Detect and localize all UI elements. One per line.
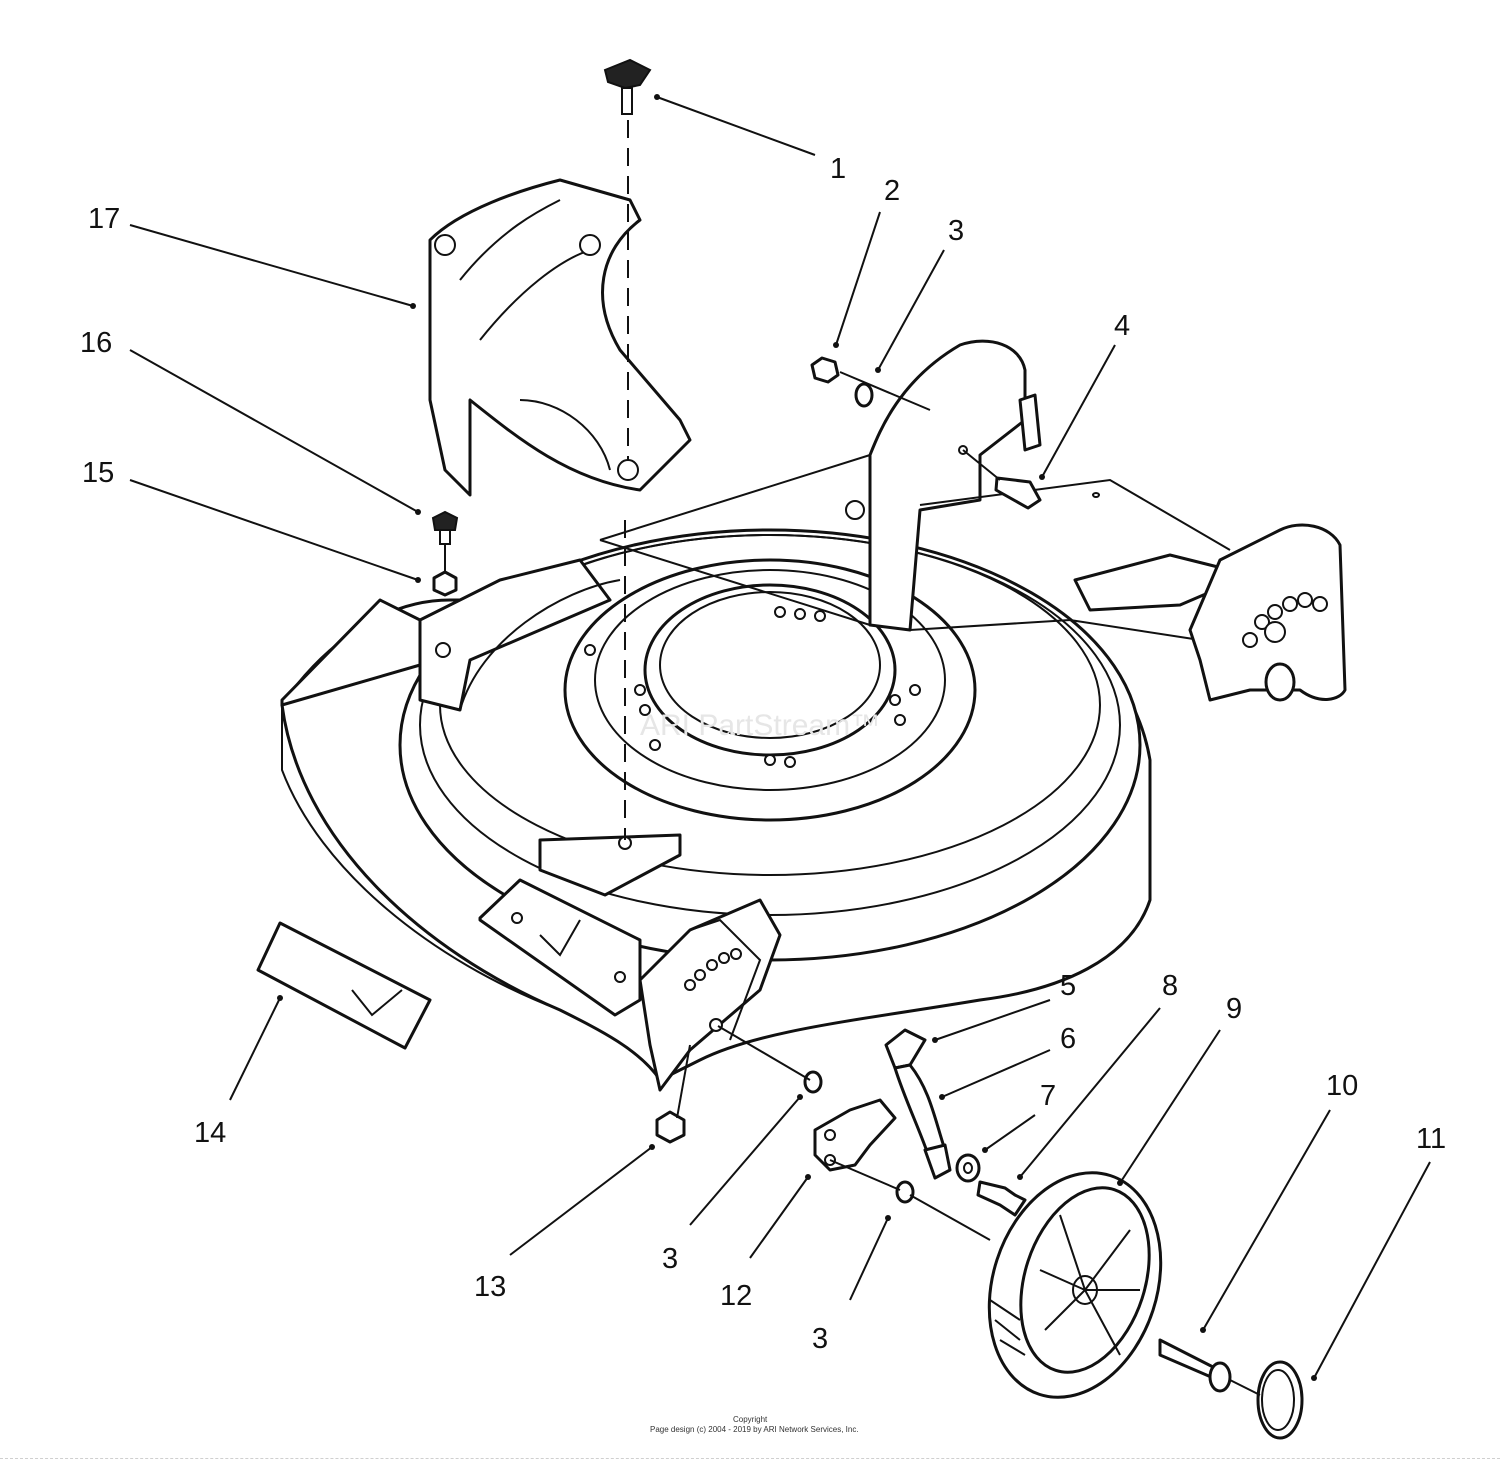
- callout-6: 6: [1060, 1023, 1076, 1055]
- axle-bracket-part-12: [813, 1098, 897, 1172]
- wheel-part-9: [987, 1171, 1163, 1399]
- spring-bracket-part-5-6: [884, 1028, 952, 1180]
- engine-mount-holes: [584, 606, 921, 768]
- watermark: ARI PartStream™: [640, 709, 880, 742]
- washer-part-3-front: [803, 1070, 823, 1094]
- callout-1: 1: [830, 153, 846, 185]
- callout-4: 4: [1114, 310, 1130, 342]
- callout-10: 10: [1326, 1070, 1358, 1102]
- callout-16: 16: [80, 327, 112, 359]
- leader-lines: [129, 96, 1431, 1379]
- callout-14: 14: [194, 1117, 226, 1149]
- locknut-part-2: [810, 356, 840, 384]
- decal-part-14: [256, 921, 432, 1050]
- callout-13: 13: [474, 1271, 506, 1303]
- copyright-line-1: Copyright: [733, 1415, 768, 1424]
- mower-deck: [280, 339, 1347, 1092]
- copyright-line-2: Page design (c) 2004 - 2019 by ARI Netwo…: [650, 1425, 859, 1434]
- nut-part-15: [432, 570, 458, 597]
- alignment-lines: [444, 120, 1261, 1396]
- callout-3-lower: 3: [812, 1323, 828, 1355]
- grass-deflector: [428, 178, 692, 497]
- callout-3-front: 3: [662, 1243, 678, 1275]
- washer-part-3-top: [854, 382, 874, 408]
- hub-cap-part-11: [1256, 1360, 1304, 1440]
- screw-part-16: [431, 510, 459, 545]
- footer-divider: [0, 1458, 1500, 1459]
- callout-5: 5: [1060, 970, 1076, 1002]
- callout-12: 12: [720, 1280, 752, 1312]
- front-height-holes: [684, 948, 742, 1032]
- callout-11: 11: [1416, 1123, 1446, 1155]
- leader-dots: [277, 94, 1317, 1381]
- callout-labels: 1 2 3 4 5 8 9 6 7 10 11 12 13 14 15 16 1…: [80, 153, 1446, 1355]
- callout-17: 17: [88, 203, 120, 235]
- callout-7: 7: [1040, 1080, 1056, 1112]
- callout-2: 2: [884, 175, 900, 207]
- height-adjust-holes: [1242, 592, 1328, 648]
- bolt-part-4: [994, 476, 1042, 510]
- knob-part-1: [603, 58, 652, 115]
- callout-9: 9: [1226, 993, 1242, 1025]
- bolt-part-8: [976, 1180, 1027, 1217]
- axle-bolt-part-10: [1158, 1338, 1232, 1393]
- nut-part-13: [655, 1110, 686, 1144]
- washer-part-7: [955, 1153, 981, 1183]
- callout-3-top: 3: [948, 215, 964, 247]
- washer-part-3-lower: [895, 1180, 915, 1204]
- callout-8: 8: [1162, 970, 1178, 1002]
- callout-15: 15: [82, 457, 114, 489]
